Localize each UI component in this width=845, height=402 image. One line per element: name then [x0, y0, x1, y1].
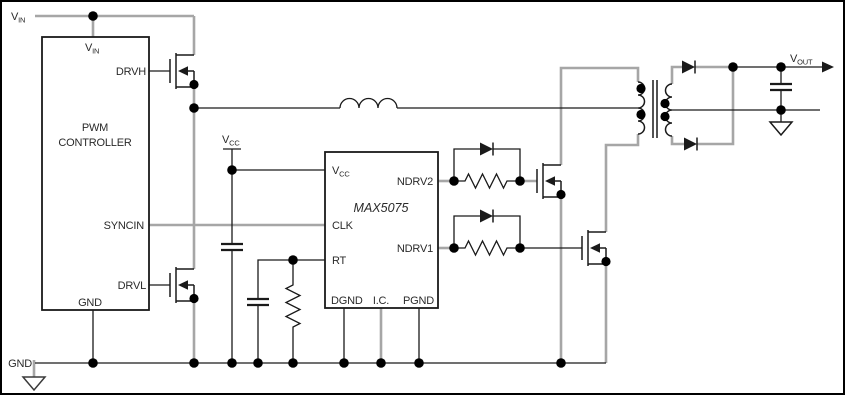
output-capacitor [770, 82, 792, 92]
max5075-pin-ndrv2: NDRV2 [397, 176, 433, 188]
vcc-supply-label: VCC [222, 134, 240, 148]
max5075-pin-vcc: VCC [332, 165, 350, 179]
max5075-pin-pgnd: PGND [403, 295, 434, 307]
pwm-pin-drvl: DRVL [118, 280, 146, 292]
transformer [636, 80, 673, 138]
pwm-pin-drvh: DRVH [116, 66, 146, 78]
max5075-pin-ic: I.C. [373, 295, 389, 307]
rectifier-diode-top [682, 60, 696, 74]
gate-resistor-ndrv2 [454, 172, 520, 190]
primary-polarity-dot-top [636, 83, 646, 94]
max5075-pin-rt: RT [332, 255, 347, 267]
rt-capacitor [247, 297, 269, 307]
max5075-box: MAX5075 VCC CLK RT DGND I.C. PGND NDRV2 … [324, 151, 439, 309]
vout-label: VOUT [790, 53, 813, 67]
pwm-pin-syncin: SYNCIN [104, 220, 145, 232]
secondary-polarity-dot-top [660, 98, 670, 109]
pwm-vin-pin-label: VIN [85, 42, 99, 56]
max5075-part-name: MAX5075 [354, 201, 409, 215]
pwm-title-line1: PWM [82, 122, 108, 134]
pwm-title-line2: CONTROLLER [58, 137, 131, 149]
pwm-pin-gnd: GND [78, 297, 102, 309]
secondary-polarity-dot-bottom [660, 111, 670, 122]
max5075-pin-clk: CLK [332, 220, 354, 232]
buck-inductor [339, 97, 398, 109]
transformer-secondary-winding [664, 83, 673, 137]
max5075-pin-ndrv1: NDRV1 [397, 243, 433, 255]
transformer-core [652, 80, 658, 138]
rectifier-diode-bottom [684, 137, 698, 151]
pwm-controller-box: VIN PWM CONTROLLER DRVH SYNCIN DRVL GND [41, 36, 150, 311]
rt-resistor [284, 260, 302, 363]
ground-symbol-left [21, 376, 47, 392]
gate-resistor-ndrv1 [454, 239, 520, 257]
primary-polarity-dot-bottom [636, 109, 646, 120]
speedup-diode-ndrv2 [480, 142, 494, 156]
ground-symbol-output [768, 121, 794, 137]
gnd-rail-label: GND [8, 358, 32, 370]
max5075-pin-dgnd: DGND [331, 295, 363, 307]
dark-wires [35, 66, 822, 364]
vcc-bypass-capacitor [221, 242, 243, 252]
vin-rail-label: VIN [11, 11, 25, 25]
speedup-diode-ndrv1 [480, 209, 494, 223]
vout-arrow-icon [822, 61, 834, 73]
junction-dots [88, 11, 786, 368]
